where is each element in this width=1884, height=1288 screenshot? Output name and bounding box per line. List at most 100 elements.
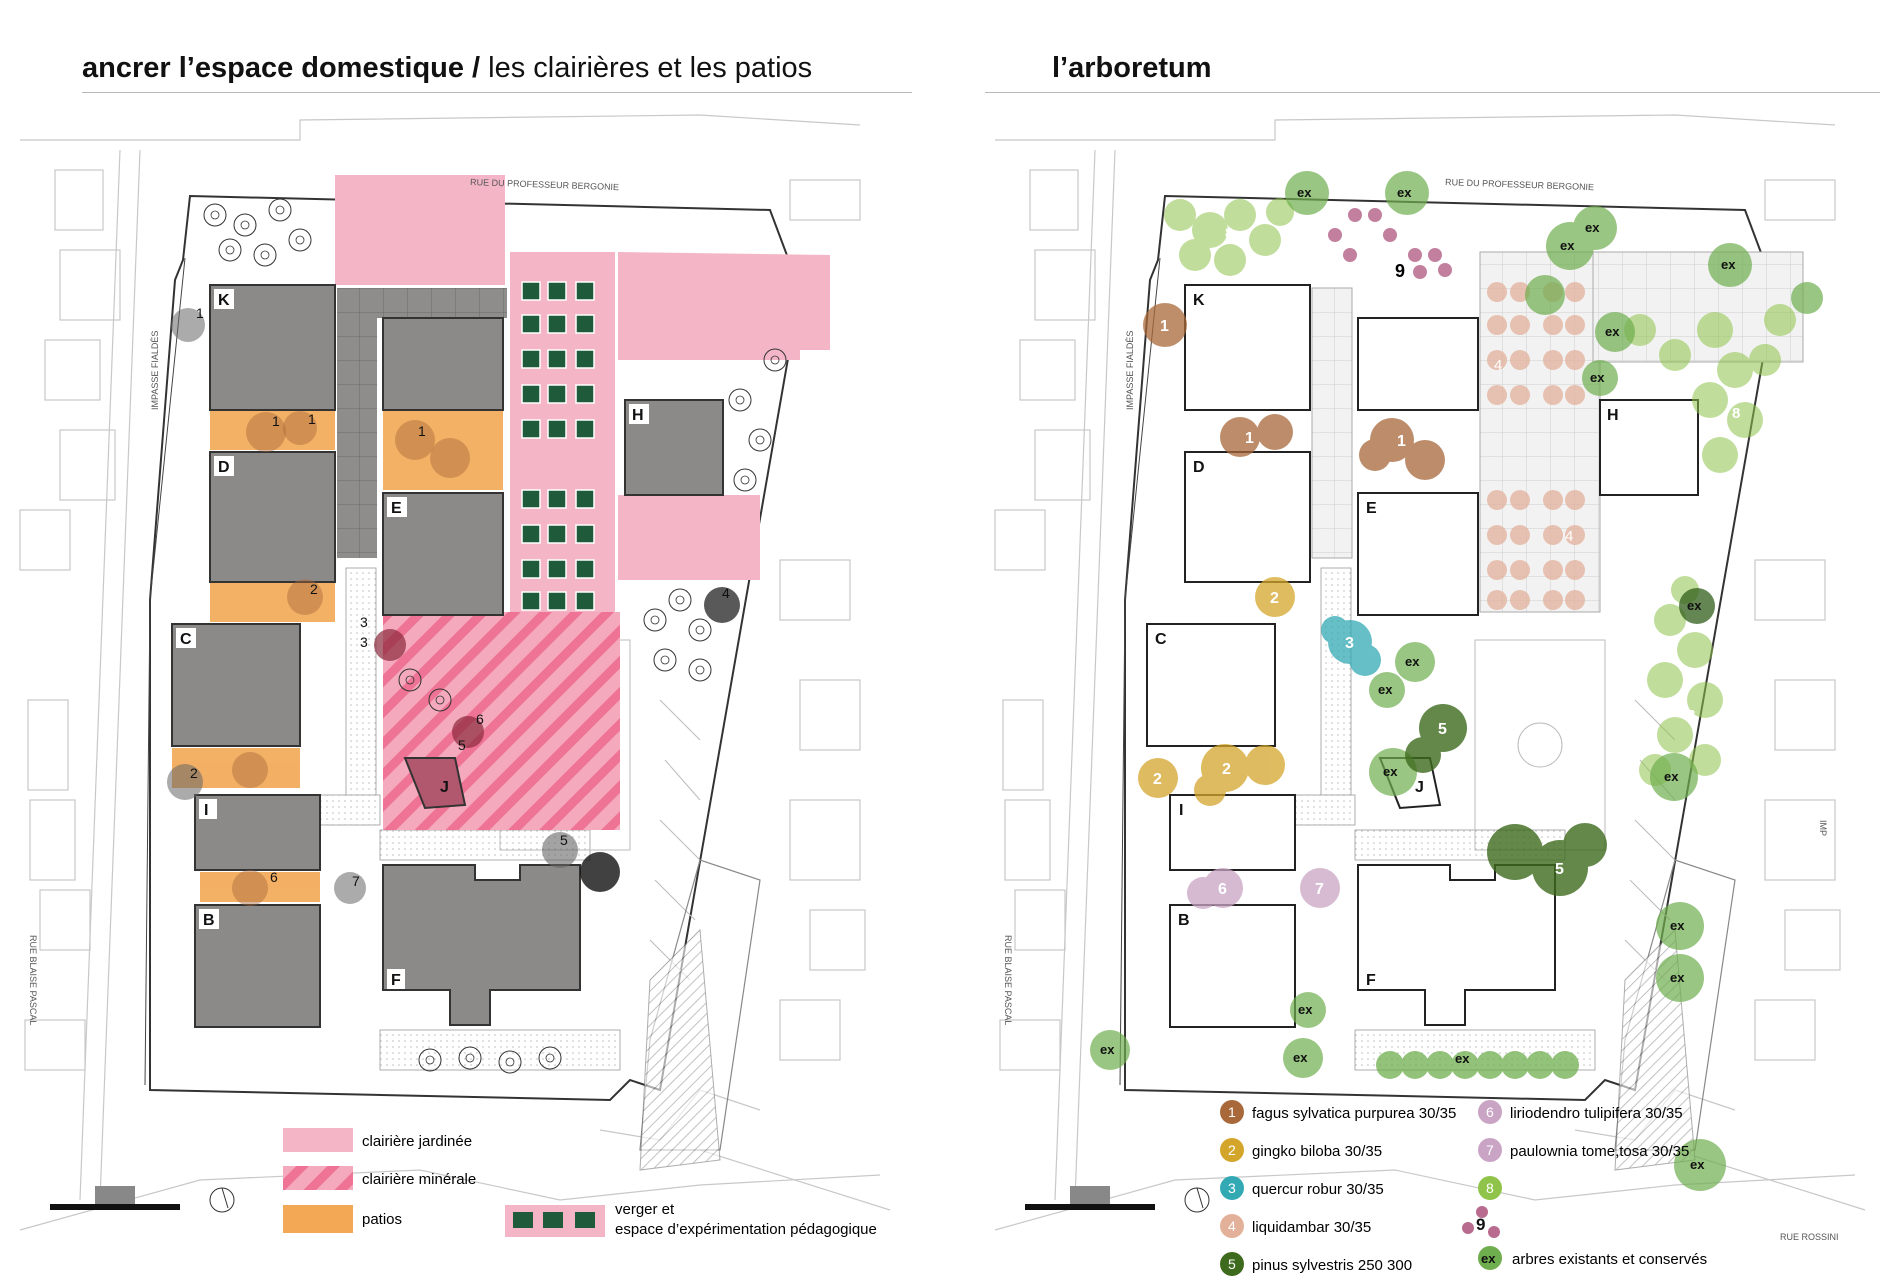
left-patio-d-c — [210, 582, 335, 622]
right-scale-bar — [1025, 1186, 1155, 1210]
svg-text:6: 6 — [270, 869, 278, 885]
legend-num-ex: ex — [1481, 1251, 1496, 1266]
legend-label-5: pinus sylvestris 250 300 — [1252, 1257, 1412, 1274]
svg-text:ex: ex — [1383, 764, 1398, 779]
right-label-c: C — [1155, 631, 1167, 648]
svg-text:ex: ex — [1664, 769, 1679, 784]
right-building-k2 — [1357, 317, 1479, 411]
left-street-west-alley: IMPASSE FIALDÈS — [150, 331, 160, 410]
left-clairiere-ne — [618, 252, 830, 360]
svg-text:ex: ex — [1298, 1002, 1313, 1017]
legend-num-9: 9 — [1476, 1215, 1485, 1234]
left-clairiere-e — [618, 495, 760, 580]
svg-text:8: 8 — [1687, 707, 1695, 724]
svg-text:1: 1 — [308, 411, 316, 427]
legend-swatch-minerale — [283, 1166, 353, 1190]
svg-text:5: 5 — [560, 832, 568, 848]
legend-dot-6 — [1478, 1100, 1502, 1124]
legend-num-2: 2 — [1228, 1142, 1236, 1158]
right-label-i: I — [1179, 802, 1183, 819]
svg-text:5: 5 — [1438, 721, 1447, 738]
left-label-h: H — [632, 407, 644, 424]
legend-dot-9a — [1476, 1206, 1488, 1218]
left-building-f — [382, 864, 581, 1026]
svg-text:ex: ex — [1405, 654, 1420, 669]
legend-dot-9c — [1488, 1226, 1500, 1238]
legend-dot-5 — [1220, 1252, 1244, 1276]
legend-label-1: fagus sylvatica purpurea 30/35 — [1252, 1105, 1456, 1122]
left-label-j: J — [440, 779, 449, 796]
right-legend: 1 fagus sylvatica purpurea 30/35 2 gingk… — [1220, 1100, 1707, 1276]
svg-text:ex: ex — [1397, 185, 1412, 200]
left-label-e: E — [391, 500, 402, 517]
legend-dot-4 — [1220, 1214, 1244, 1238]
svg-text:ex: ex — [1585, 220, 1600, 235]
legend-swatch-patios — [283, 1205, 353, 1233]
svg-text:4: 4 — [1565, 528, 1573, 545]
right-label-e: E — [1366, 500, 1377, 517]
legend-num-4: 4 — [1228, 1218, 1236, 1234]
svg-text:ex: ex — [1455, 1051, 1470, 1066]
svg-text:1: 1 — [1397, 433, 1406, 450]
legend-label-ex: arbres existants et conservés — [1512, 1251, 1707, 1268]
left-patio-i-b — [200, 872, 320, 902]
svg-text:3: 3 — [360, 614, 368, 630]
left-title-bold: ancrer l’espace domestique / — [82, 52, 481, 84]
left-patio-e — [383, 410, 503, 490]
svg-text:8: 8 — [1225, 225, 1233, 242]
svg-text:ex: ex — [1560, 238, 1575, 253]
right-building-i — [1169, 794, 1296, 871]
legend-num-7: 7 — [1486, 1142, 1494, 1158]
left-north-arrow-icon — [209, 1187, 235, 1213]
left-label-k: K — [218, 292, 230, 309]
legend-dot-3 — [1220, 1176, 1244, 1200]
svg-text:2: 2 — [1222, 761, 1231, 778]
legend-label-patios: patios — [362, 1211, 402, 1228]
legend-dot-2 — [1220, 1138, 1244, 1162]
left-clairiere-jardinee-north — [335, 175, 505, 285]
right-label-k: K — [1193, 292, 1205, 309]
svg-text:ex: ex — [1100, 1042, 1115, 1057]
legend-label-7: paulownia tome,tosa 30/35 — [1510, 1143, 1689, 1160]
right-label-h: H — [1607, 407, 1619, 424]
legend-num-5: 5 — [1228, 1256, 1236, 1272]
right-building-e — [1357, 492, 1479, 616]
svg-text:7: 7 — [352, 873, 360, 889]
svg-text:ex: ex — [1690, 1157, 1705, 1172]
svg-text:6: 6 — [1218, 881, 1227, 898]
left-label-c: C — [180, 631, 192, 648]
right-trees-existing — [1090, 171, 1823, 1191]
right-label-b: B — [1178, 912, 1190, 929]
legend-label-2: gingko biloba 30/35 — [1252, 1143, 1382, 1160]
legend-label-3: quercur robur 30/35 — [1252, 1181, 1384, 1198]
svg-text:ex: ex — [1590, 370, 1605, 385]
legend-num-1: 1 — [1228, 1104, 1236, 1120]
legend-dot-7 — [1478, 1138, 1502, 1162]
right-building-c — [1146, 623, 1276, 747]
svg-text:3: 3 — [360, 634, 368, 650]
svg-text:1: 1 — [1160, 318, 1169, 335]
left-title: ancrer l’espace domestique / les clairiè… — [82, 50, 812, 86]
right-label-f: F — [1366, 972, 1376, 989]
svg-text:7: 7 — [1315, 881, 1324, 898]
svg-text:2: 2 — [1153, 771, 1162, 788]
right-corridor — [1311, 287, 1353, 559]
svg-text:2: 2 — [310, 581, 318, 597]
right-building-d — [1184, 451, 1311, 583]
left-scale-bar — [50, 1186, 180, 1210]
svg-text:4: 4 — [1494, 357, 1502, 374]
right-title-rule — [985, 92, 1880, 93]
svg-text:5: 5 — [1555, 861, 1564, 878]
right-label-9: 9 — [1395, 261, 1405, 281]
right-trees-4 — [1487, 282, 1585, 610]
left-corridor — [337, 288, 377, 558]
legend-label-verger-2: espace d’expérimentation pédagogique — [615, 1221, 877, 1238]
legend-num-6: 6 — [1486, 1104, 1494, 1120]
left-title-light: les clairières et les patios — [480, 52, 813, 84]
svg-text:ex: ex — [1297, 185, 1312, 200]
right-building-h — [1599, 399, 1699, 496]
legend-dot-9b — [1462, 1222, 1474, 1234]
left-legend: clairière jardinée clairière minérale pa… — [50, 1128, 877, 1238]
